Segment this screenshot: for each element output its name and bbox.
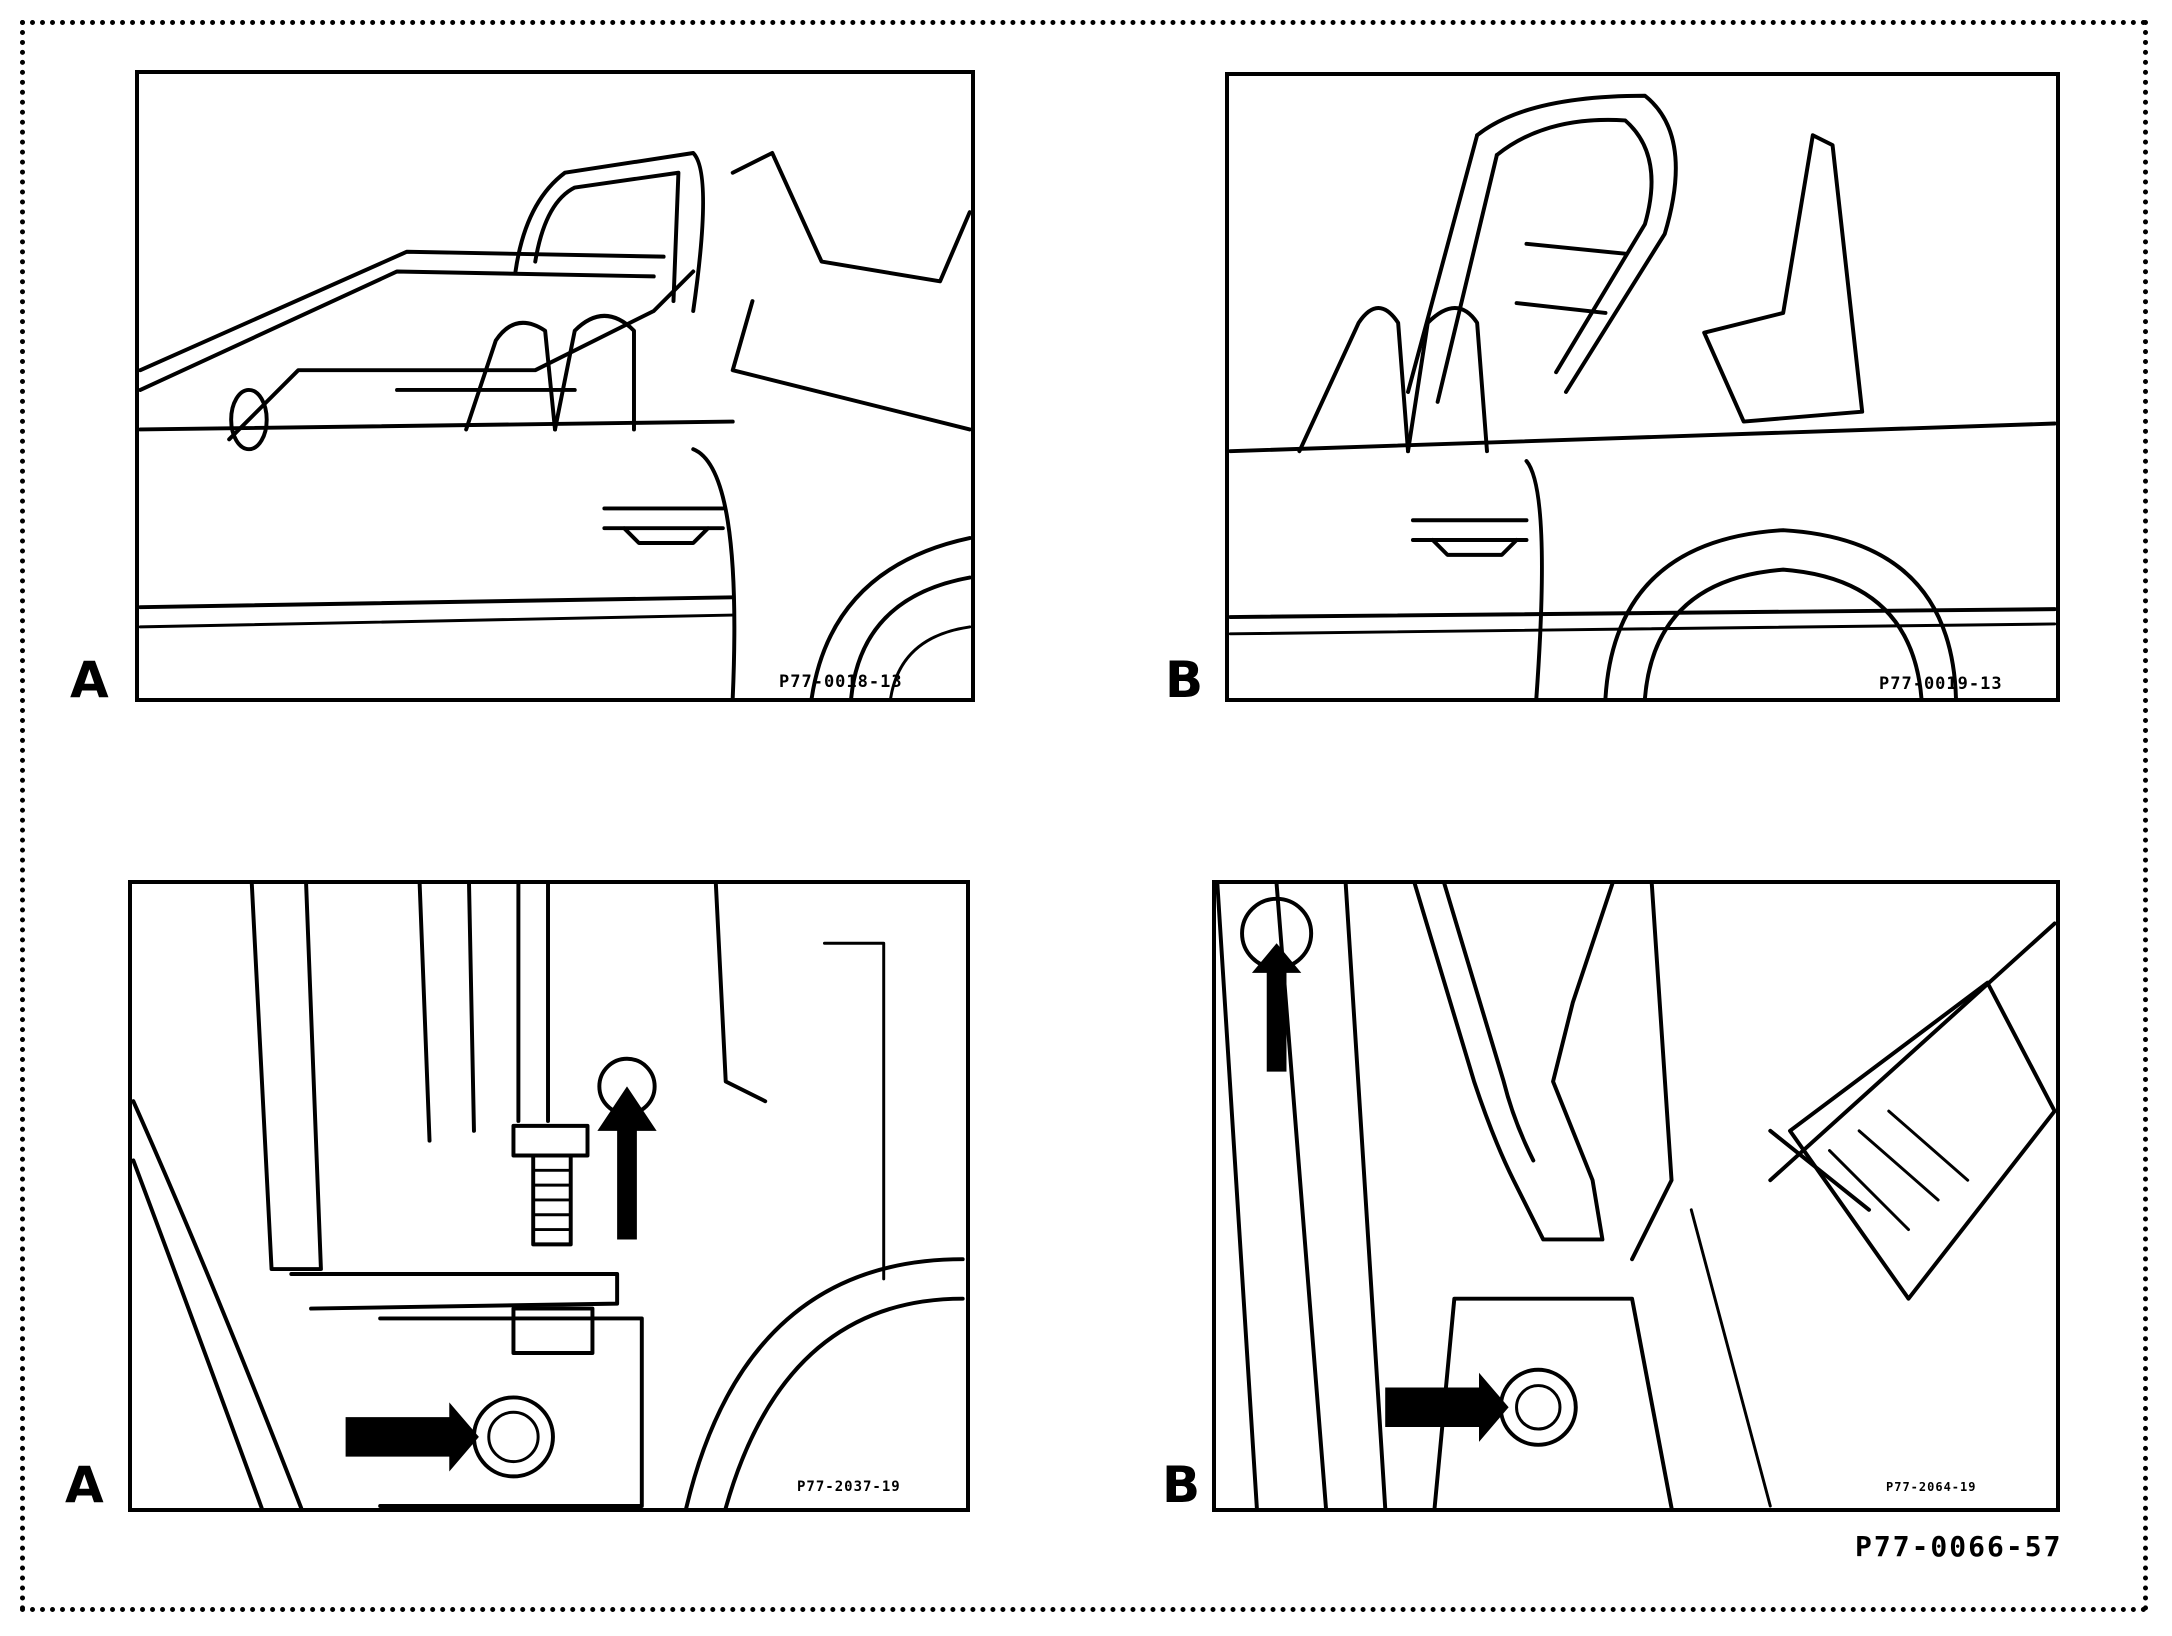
panel-code: P77-2064-19	[1886, 1480, 1977, 1494]
car-top-raised-illustration	[1229, 93, 2056, 698]
hinge-bracket-illustration-b	[1216, 884, 2056, 1508]
sheet-code: P77-0066-57	[1855, 1530, 2063, 1563]
figure-sheet	[20, 20, 2148, 1612]
panel-letter: B	[1162, 1456, 1201, 1514]
panel-letter: B	[1165, 651, 1204, 709]
panel-bottom-right: P77-2064-19	[1212, 880, 2060, 1512]
panel-code: P77-2037-19	[797, 1479, 901, 1495]
panel-code: P77-0018-13	[779, 672, 903, 692]
panel-top-left: P77-0018-13	[135, 70, 975, 702]
panel-letter: A	[70, 651, 109, 709]
panel-letter: A	[65, 1456, 104, 1514]
car-top-lowered-illustration	[139, 151, 971, 698]
panel-top-right: P77-0019-13	[1225, 72, 2060, 702]
panel-bottom-left: P77-2037-19	[128, 880, 970, 1512]
hinge-bracket-illustration-a	[132, 884, 965, 1508]
panel-code: P77-0019-13	[1879, 674, 2003, 694]
